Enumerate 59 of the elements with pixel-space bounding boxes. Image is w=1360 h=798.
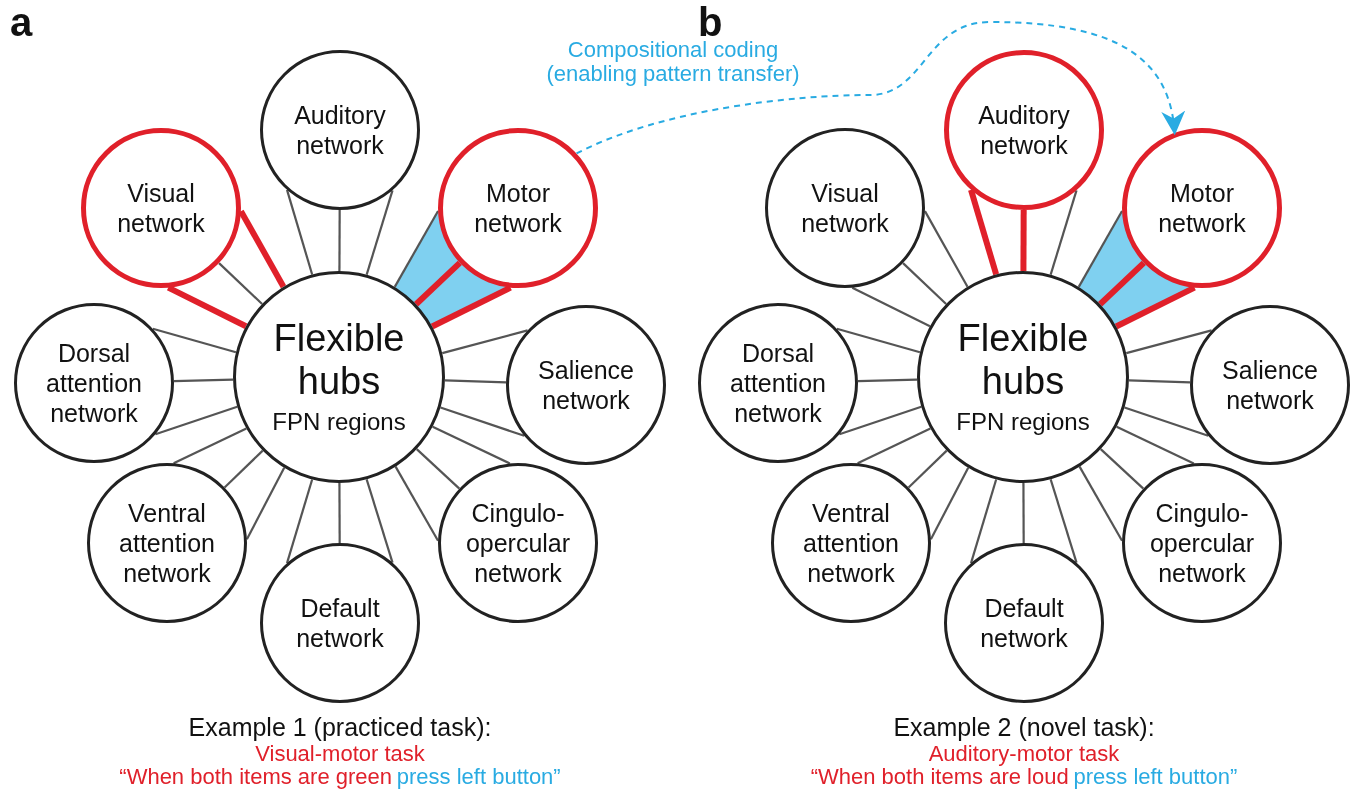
connector-line [1020, 209, 1027, 271]
connector-line [839, 405, 922, 436]
connector-line [857, 427, 931, 465]
connector-line [1078, 466, 1123, 542]
task-instruction: “When both items are green [119, 764, 392, 788]
connector-line [1124, 406, 1209, 437]
network-label: Default network [979, 593, 1069, 653]
network-label: Dorsal attention network [45, 338, 143, 428]
connector-line [223, 449, 264, 489]
hub-title: Flexible hubs [956, 317, 1090, 403]
connector-line [902, 262, 947, 305]
connector-line [155, 405, 238, 436]
example-heading: Example 2 (novel task): [893, 713, 1155, 742]
network-label: Visual network [800, 178, 890, 238]
connector-line [444, 379, 507, 384]
network-label: Default network [295, 593, 385, 653]
connector-line [415, 448, 461, 490]
network-label: Visual network [116, 178, 206, 238]
connector-line [338, 483, 341, 543]
connector-line [929, 467, 970, 540]
task-instruction: press left button” [1073, 764, 1238, 788]
hub-subtitle: FPN regions [272, 406, 406, 437]
network-label: Motor network [473, 178, 563, 238]
connector-line [857, 378, 918, 383]
network-label: Salience network [537, 355, 635, 415]
task-instruction: press left button” [396, 764, 561, 788]
connector-line [393, 210, 439, 288]
network-label: Salience network [1221, 355, 1319, 415]
connector-line [173, 427, 247, 465]
network-label: Ventral attention network [802, 498, 900, 588]
task-name: Auditory-motor task [928, 741, 1120, 765]
hub-title: Flexible hubs [272, 317, 406, 403]
network-label: Cingulo-opercular network [464, 498, 572, 588]
connector-line [1128, 379, 1191, 384]
network-label: Ventral attention network [118, 498, 216, 588]
network-label: Auditory network [977, 100, 1071, 160]
connector-line [338, 210, 341, 271]
connector-line [1098, 260, 1146, 307]
connector-line [1022, 483, 1025, 543]
network-label: Cingulo-opercular network [1148, 498, 1256, 588]
dashed-arrow [575, 21, 1184, 155]
network-label: Auditory network [293, 100, 387, 160]
network-label: Dorsal attention network [729, 338, 827, 428]
connector-line [924, 210, 969, 288]
network-label: Motor network [1157, 178, 1247, 238]
hub-subtitle: FPN regions [956, 406, 1090, 437]
connector-line [414, 260, 462, 307]
panel-letter: a [10, 2, 33, 42]
task-name: Visual-motor task [255, 741, 425, 765]
connector-line [907, 449, 948, 489]
connector-line [851, 286, 931, 328]
connector-line [440, 406, 525, 437]
connector-line [1077, 210, 1123, 288]
connector-line [218, 262, 263, 305]
example-heading: Example 1 (practiced task): [188, 713, 492, 742]
connector-line [245, 467, 286, 540]
connector-line [394, 466, 439, 542]
connector-line [173, 378, 234, 383]
connector-line [1099, 448, 1145, 490]
